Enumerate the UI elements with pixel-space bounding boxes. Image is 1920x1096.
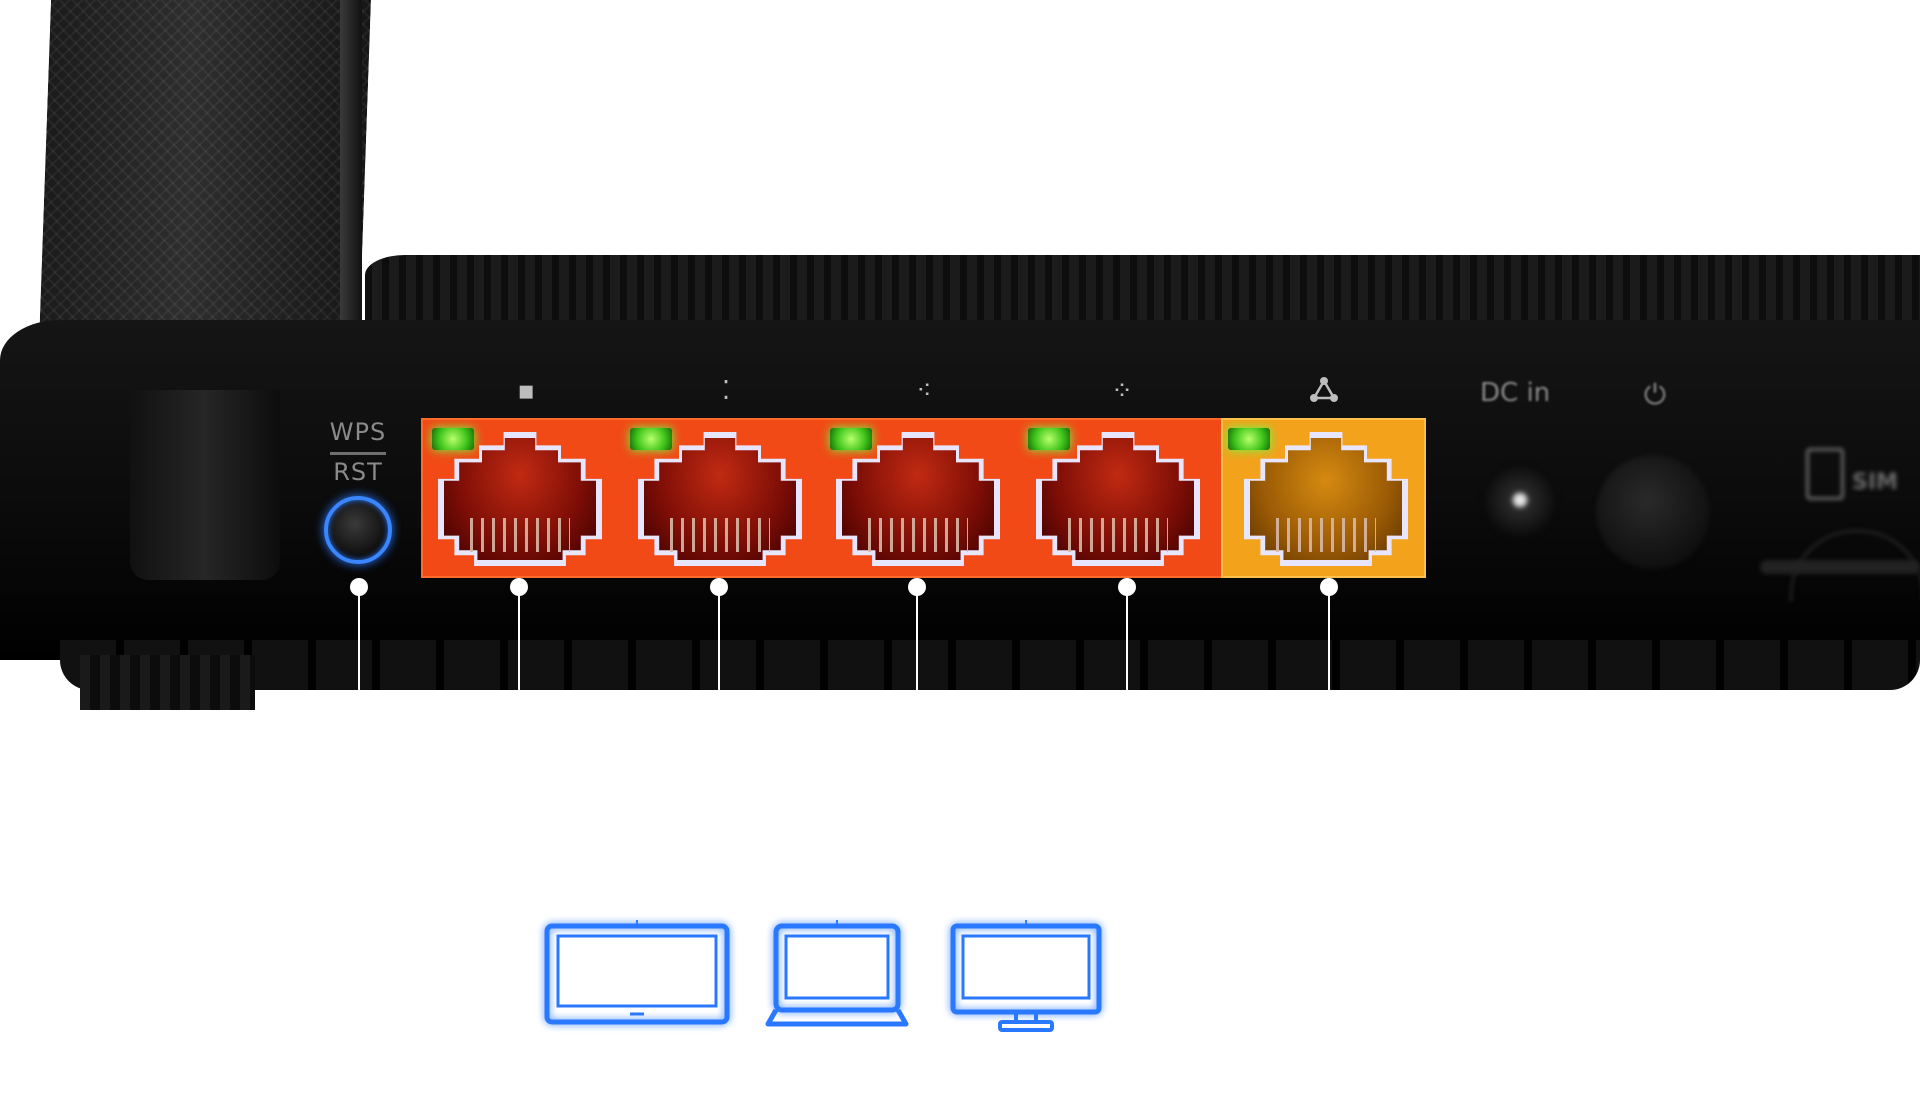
lan3-led: [830, 428, 872, 450]
lan-port-4[interactable]: [1028, 424, 1208, 570]
power-icon: ⏻: [1643, 378, 1667, 411]
callout-line-lan4: [1126, 586, 1128, 690]
wps-rst-button[interactable]: [324, 496, 392, 564]
sim-icon: [1806, 448, 1844, 500]
lan-port-1[interactable]: [430, 424, 610, 570]
wps-label: WPS: [329, 418, 387, 446]
lan2-led: [630, 428, 672, 450]
dc-in-label: DC in: [1480, 378, 1551, 408]
wan-led: [1228, 428, 1270, 450]
lan1-led: [432, 428, 474, 450]
wps-divider: [330, 452, 386, 455]
lan4-led: [1028, 428, 1070, 450]
rst-label: RST: [333, 458, 383, 486]
callout-line-lan2: [718, 586, 720, 690]
router-bottom-edge: [60, 640, 1920, 690]
callout-line-wps: [358, 586, 360, 690]
lan2-glyph: ⁚: [721, 376, 731, 406]
desktop-monitor-icon: [950, 920, 1102, 1032]
lan3-glyph: ⁖: [916, 376, 932, 406]
laptop-icon: [765, 920, 909, 1030]
tablet-icon: [544, 920, 730, 1025]
antenna-base: [130, 390, 280, 580]
lan-port-2[interactable]: [630, 424, 810, 570]
antenna-edge: [340, 0, 362, 390]
dc-in-jack[interactable]: [1482, 462, 1558, 538]
lan1-glyph: ▪: [517, 376, 535, 406]
power-button[interactable]: [1596, 455, 1710, 569]
lan4-glyph: ⁘: [1111, 376, 1133, 406]
wan-icon: [1304, 374, 1344, 409]
sim-label: SIM: [1852, 470, 1898, 495]
callout-line-wan: [1328, 586, 1330, 690]
router-foot: [80, 655, 255, 710]
callout-line-lan3: [916, 586, 918, 690]
sim-slot[interactable]: [1760, 560, 1920, 574]
callout-line-lan1: [518, 586, 520, 690]
wan-port[interactable]: [1236, 424, 1416, 570]
lan-port-3[interactable]: [828, 424, 1008, 570]
